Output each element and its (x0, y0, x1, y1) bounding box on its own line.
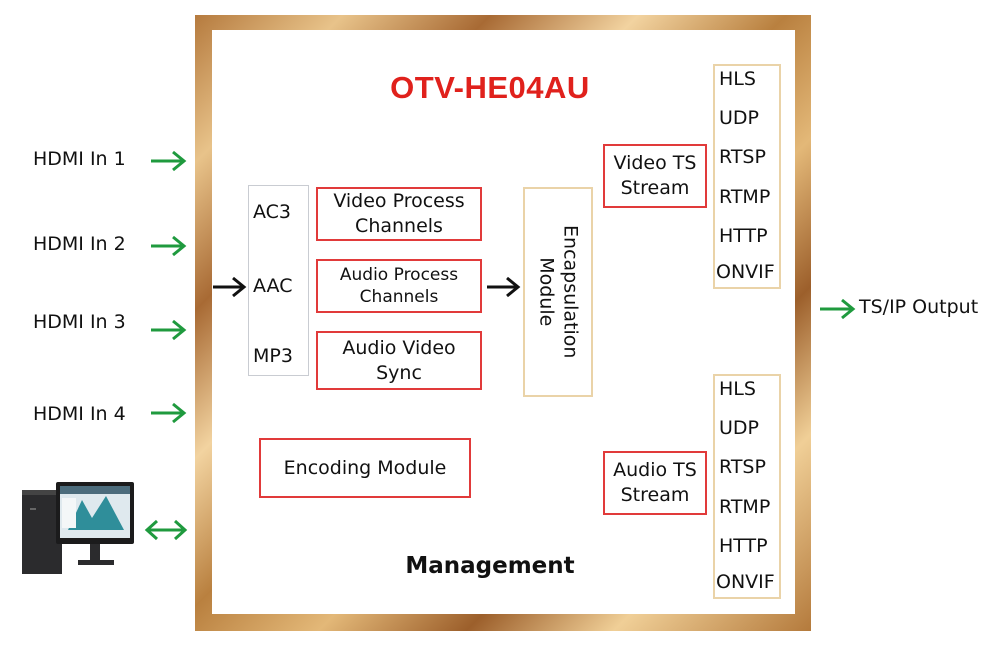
input-label-hdmi-2: HDMI In 2 (33, 233, 126, 255)
codec-mp3: MP3 (253, 345, 293, 367)
input-label-hdmi-1: HDMI In 1 (33, 148, 126, 170)
input-label-hdmi-4: HDMI In 4 (33, 403, 126, 425)
input-arrow-icon (149, 232, 189, 265)
video-process-channels-label: Video Process Channels (333, 190, 465, 237)
arrow-right-icon (211, 273, 247, 305)
protocol-rtsp: RTSP (719, 456, 766, 478)
video-ts-stream-label: Video TS Stream (613, 152, 697, 199)
protocol-rtsp: RTSP (719, 146, 766, 168)
encapsulation-module-label: Encapsulation Module (536, 225, 582, 359)
protocol-onvif: ONVIF (716, 261, 775, 283)
input-label-hdmi-3: HDMI In 3 (33, 311, 126, 333)
protocol-rtmp: RTMP (719, 496, 771, 518)
protocol-rtmp: RTMP (719, 186, 771, 208)
protocol-http: HTTP (719, 535, 768, 557)
protocol-http: HTTP (719, 225, 768, 247)
protocol-hls: HLS (719, 378, 756, 400)
video-process-channels-box: Video Process Channels (316, 187, 482, 241)
management-label: Management (405, 553, 575, 579)
device-panel (212, 30, 795, 614)
input-arrow-icon (149, 316, 189, 349)
audio-process-channels-label: Audio Process Channels (339, 264, 459, 307)
codec-aac: AAC (253, 275, 293, 297)
encoding-module-box: Encoding Module (259, 438, 471, 498)
double-arrow-icon (143, 515, 189, 549)
audio-process-channels-box: Audio Process Channels (316, 259, 482, 313)
input-arrow-icon (149, 399, 189, 432)
output-label: TS/IP Output (859, 296, 979, 318)
audio-ts-stream-label: Audio TS Stream (613, 459, 697, 506)
audio-video-sync-box: Audio Video Sync (316, 331, 482, 390)
codec-ac3: AC3 (253, 201, 292, 223)
audio-protocol-list: HLS UDP RTSP RTMP HTTP ONVIF (713, 374, 781, 599)
protocol-onvif: ONVIF (716, 571, 775, 593)
audio-video-sync-label: Audio Video Sync (342, 336, 456, 384)
desktop-computer-icon (20, 478, 140, 582)
video-protocol-list: HLS UDP RTSP RTMP HTTP ONVIF (713, 64, 781, 289)
arrow-right-icon (485, 273, 521, 305)
video-ts-stream-box: Video TS Stream (603, 144, 707, 208)
encoding-module-label: Encoding Module (283, 456, 447, 479)
protocol-udp: UDP (719, 417, 759, 439)
protocol-hls: HLS (719, 68, 756, 90)
protocol-udp: UDP (719, 107, 759, 129)
encapsulation-module-wrap: Encapsulation Module (523, 187, 593, 397)
input-arrow-icon (149, 147, 189, 180)
output-arrow-icon (818, 295, 858, 327)
encapsulation-module-box (523, 187, 593, 397)
audio-ts-stream-box: Audio TS Stream (603, 451, 707, 515)
codec-box (248, 185, 309, 376)
device-title: OTV-HE04AU (390, 70, 590, 105)
